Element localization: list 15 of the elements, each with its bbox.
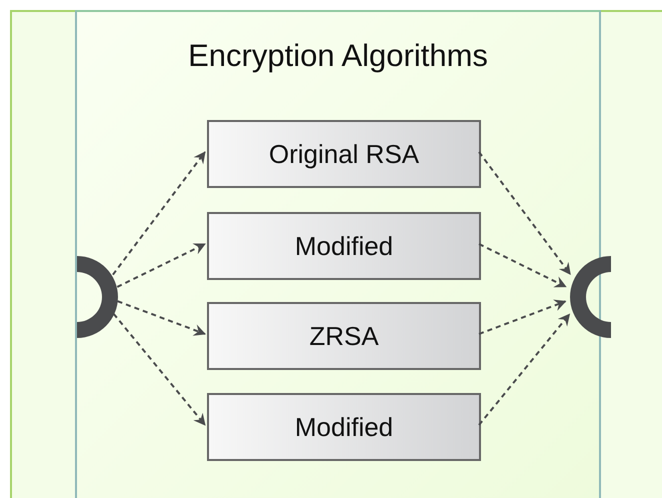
dashed-arrow xyxy=(478,243,567,288)
dashed-arrow xyxy=(478,313,570,426)
dashed-arrow xyxy=(112,151,206,276)
algorithm-box: Modified xyxy=(207,212,481,280)
dashed-arrow xyxy=(112,313,206,426)
panel-title: Encryption Algorithms xyxy=(187,38,489,74)
dashed-arrow xyxy=(478,300,566,335)
dashed-arrow xyxy=(117,300,206,336)
algorithm-box: Original RSA xyxy=(207,120,481,188)
dashed-arrow xyxy=(478,151,572,276)
algorithm-box: ZRSA xyxy=(207,302,481,370)
algorithm-box: Modified xyxy=(207,393,481,461)
half-ring-connector xyxy=(77,256,118,338)
half-ring-connector xyxy=(570,256,611,338)
dashed-arrow xyxy=(116,243,206,288)
